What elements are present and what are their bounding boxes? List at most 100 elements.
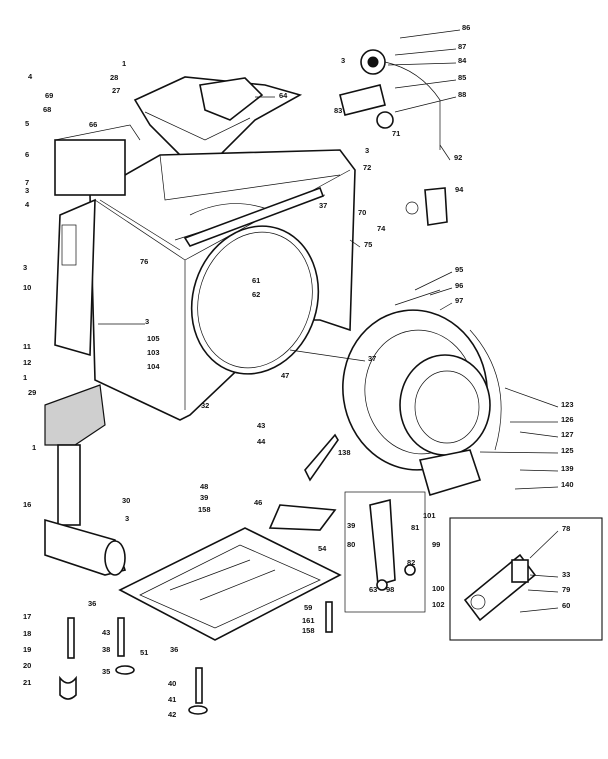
callout-c-39b: 39: [347, 521, 355, 530]
callout-c-44: 44: [257, 437, 266, 446]
callout-c-68: 68: [43, 105, 51, 114]
callout-c-12: 12: [23, 358, 31, 367]
exhaust-duct-part: [44, 384, 127, 576]
callout-c-69: 69: [45, 91, 53, 100]
callout-c-105: 105: [147, 334, 160, 343]
callout-c-3b: 3: [365, 146, 369, 155]
callout-c-98: 98: [386, 585, 394, 594]
callout-c-70: 70: [358, 208, 366, 217]
callout-c-29: 29: [28, 388, 36, 397]
callout-c-86: 86: [462, 23, 470, 32]
callout-c-43b: 43: [102, 628, 110, 637]
callout-c-82: 82: [407, 558, 415, 567]
callout-c-138: 138: [338, 448, 351, 457]
inset-detail-box: [449, 517, 603, 641]
callout-c-80: 80: [347, 540, 355, 549]
callout-c-60: 60: [562, 601, 570, 610]
callout-c-51: 51: [140, 648, 148, 657]
callout-c-4a: 4: [28, 72, 33, 81]
callout-c-63: 63: [369, 585, 377, 594]
callout-c-4b: 4: [25, 200, 30, 209]
callout-c-33: 33: [562, 570, 570, 579]
callout-c-75: 75: [364, 240, 372, 249]
callout-c-72: 72: [363, 163, 371, 172]
callout-c-1b: 1: [23, 373, 27, 382]
callout-c-158: 158: [198, 505, 211, 514]
callout-c-46: 46: [254, 498, 262, 507]
callout-c-123: 123: [561, 400, 574, 409]
callout-c-76: 76: [140, 257, 148, 266]
callout-c-54: 54: [318, 544, 327, 553]
callout-c-28: 28: [110, 73, 118, 82]
callout-c-10: 10: [23, 283, 31, 292]
callout-c-3f: 3: [125, 514, 129, 523]
callout-c-1c: 1: [32, 443, 36, 452]
callout-c-101: 101: [423, 511, 436, 520]
callout-c-36b: 36: [170, 645, 178, 654]
callout-c-40: 40: [168, 679, 176, 688]
callout-c-47: 47: [281, 371, 289, 380]
callout-c-3d: 3: [23, 263, 27, 272]
callout-c-103: 103: [147, 348, 160, 357]
callout-c-74: 74: [377, 224, 386, 233]
callout-c-87: 87: [458, 42, 466, 51]
callout-c-81: 81: [411, 523, 419, 532]
callout-c-64: 64: [279, 91, 288, 100]
callout-c-35: 35: [102, 667, 110, 676]
drum-part: [174, 186, 326, 375]
callout-c-127: 127: [561, 430, 574, 439]
callout-c-97: 97: [455, 296, 463, 305]
callout-c-85: 85: [458, 73, 466, 82]
callout-c-100: 100: [432, 584, 445, 593]
callout-c-38: 38: [102, 645, 110, 654]
callout-c-16: 16: [23, 500, 31, 509]
callout-c-95: 95: [455, 265, 463, 274]
motor-pulley-part: [339, 49, 451, 226]
callout-c-71: 71: [392, 129, 400, 138]
callout-c-79: 79: [562, 585, 570, 594]
callout-c-78: 78: [562, 524, 570, 533]
callout-c-20: 20: [23, 661, 31, 670]
cabinet-top-part: [133, 76, 303, 166]
callout-c-139: 139: [561, 464, 574, 473]
callout-c-5: 5: [25, 119, 29, 128]
callout-c-39a: 39: [200, 493, 208, 502]
callout-c-36a: 36: [88, 599, 96, 608]
callout-c-161: 161: [302, 616, 315, 625]
callout-c-126: 126: [561, 415, 574, 424]
callout-c-11: 11: [23, 342, 31, 351]
callout-c-104: 104: [147, 362, 160, 371]
callout-c-92: 92: [454, 153, 462, 162]
callout-c-41: 41: [168, 695, 176, 704]
callout-c-43: 43: [257, 421, 265, 430]
callout-c-17: 17: [23, 612, 31, 621]
callout-c-37b: 37: [368, 354, 376, 363]
callout-c-7: 7: [25, 178, 29, 187]
callout-c-6: 6: [25, 150, 29, 159]
callout-c-32: 32: [201, 401, 209, 410]
callout-c-3a: 3: [341, 56, 345, 65]
callout-c-37a: 37: [319, 201, 327, 210]
callout-c-102: 102: [432, 600, 445, 609]
callout-c-62: 62: [252, 290, 260, 299]
callout-c-88: 88: [458, 90, 466, 99]
callout-c-3e: 3: [145, 317, 149, 326]
callout-c-140: 140: [561, 480, 574, 489]
callout-c-84: 84: [458, 56, 467, 65]
callout-c-83: 83: [334, 106, 342, 115]
callout-c-158b: 158: [302, 626, 315, 635]
bracket-assembly-part: [344, 491, 426, 613]
callout-c-96: 96: [455, 281, 463, 290]
callout-c-42: 42: [168, 710, 176, 719]
front-panel-part: [54, 198, 96, 357]
leveling-legs-part: [59, 601, 333, 715]
parts-drawing: [44, 29, 603, 715]
callout-c-48: 48: [200, 482, 208, 491]
callout-c-1a: 1: [122, 59, 126, 68]
callout-c-3c: 3: [25, 186, 29, 195]
callout-c-61: 61: [252, 276, 260, 285]
callout-c-18: 18: [23, 629, 31, 638]
callout-c-99: 99: [432, 540, 440, 549]
callout-c-66: 66: [89, 120, 97, 129]
